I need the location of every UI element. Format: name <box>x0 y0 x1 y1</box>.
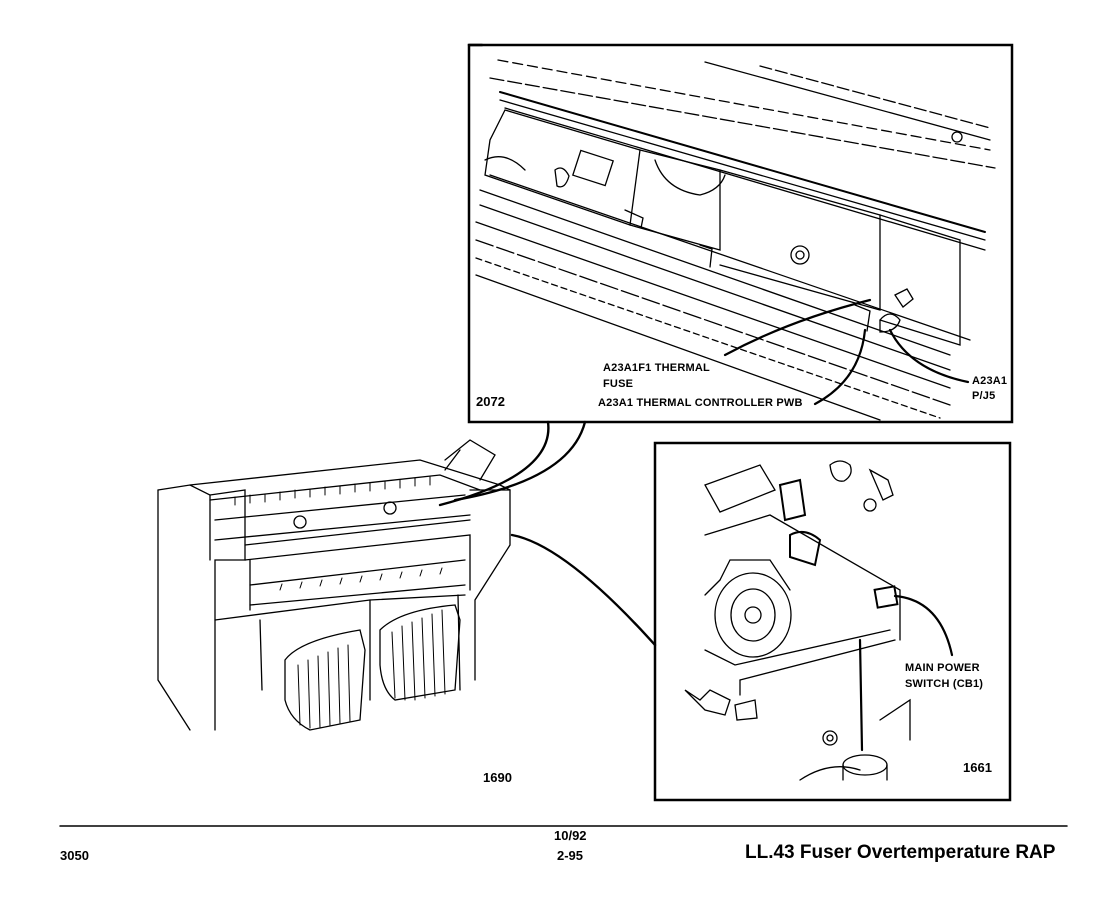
connector-switch-inset <box>510 533 657 647</box>
callout-main-power-line1: MAIN POWER <box>905 662 980 674</box>
footer-date: 10/92 <box>554 828 587 843</box>
connector-top-inset <box>438 420 550 507</box>
figure-number-top-inset: 2072 <box>476 394 505 409</box>
callout-main-power-line2: SWITCH (CB1) <box>905 678 984 690</box>
top-inset-fuser-housing <box>484 109 963 346</box>
footer-page-number: 2-95 <box>557 848 584 863</box>
switch-inset-frame <box>653 441 1012 802</box>
leader-fuse <box>723 298 872 357</box>
leader-pwb <box>813 328 867 406</box>
figure-number-machine: 1690 <box>483 770 512 785</box>
callout-connector-line1: A23A1 <box>972 375 1008 387</box>
figure-number-switch-inset: 1661 <box>963 760 992 775</box>
footer-model: 3050 <box>60 848 89 863</box>
callout-thermal-fuse-line2: FUSE <box>603 378 634 390</box>
top-inset-rails <box>475 59 996 421</box>
machine-drawing <box>157 439 511 731</box>
callout-thermal-fuse-line1: A23A1F1 THERMAL <box>603 362 710 374</box>
page-title: LL.43 Fuser Overtemperature RAP <box>745 842 1056 863</box>
switch-inset-drawing <box>684 460 954 781</box>
callout-thermal-controller-pwb: A23A1 THERMAL CONTROLLER PWB <box>598 397 803 409</box>
callout-connector-line2: P/J5 <box>972 390 996 402</box>
top-inset-frame <box>467 43 1014 424</box>
leader-switch <box>893 594 954 657</box>
leader-connector <box>888 328 970 384</box>
